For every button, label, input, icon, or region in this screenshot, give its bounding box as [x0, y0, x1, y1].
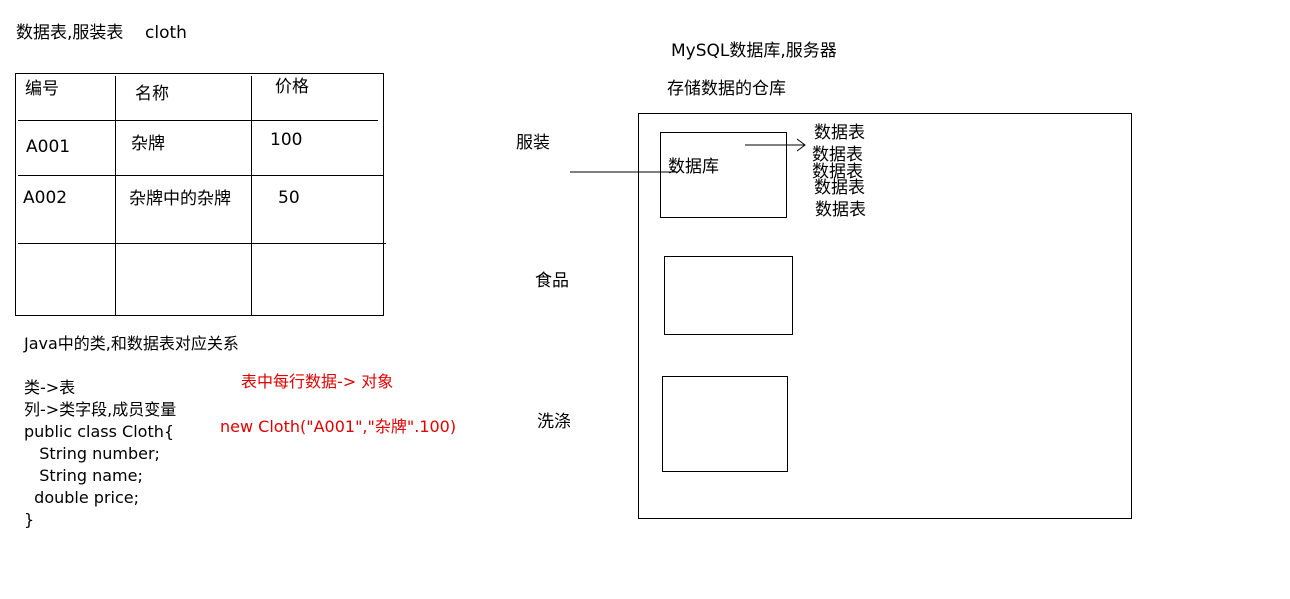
code-line: String name;: [24, 466, 143, 485]
arrowhead: [796, 138, 806, 152]
data-table-label: 数据表: [812, 162, 863, 182]
code-line: double price;: [24, 488, 139, 507]
data-table-label: 数据表: [814, 178, 865, 198]
header-name: 名称: [135, 84, 169, 104]
cell-name: 杂牌中的杂牌: [129, 189, 231, 209]
db-label-washing: 洗涤: [537, 412, 571, 432]
table-row-divider: [18, 175, 384, 176]
table-col-divider: [251, 76, 252, 316]
table-left-border: [15, 73, 16, 316]
class-to-table-note: 类->表: [24, 378, 76, 397]
code-line: public class Cloth{: [24, 422, 175, 441]
database-label: 数据库: [668, 157, 719, 177]
db-label-food: 食品: [535, 271, 569, 291]
data-table-label: 数据表: [812, 145, 863, 165]
row-to-object-note: 表中每行数据-> 对象: [241, 372, 394, 391]
table-col-divider: [115, 76, 116, 316]
cell-number: A002: [23, 188, 68, 208]
new-object-expression: new Cloth("A001","杂牌".100): [220, 417, 457, 436]
database-box-washing: [662, 376, 788, 472]
table-bottom-border: [15, 315, 383, 316]
header-price: 价格: [275, 77, 309, 97]
cell-price: 50: [278, 188, 300, 208]
server-subtitle: 存储数据的仓库: [667, 79, 786, 99]
server-title: MySQL数据库,服务器: [671, 41, 837, 61]
code-line: String number;: [24, 444, 160, 463]
database-box-clothing: [660, 132, 787, 218]
cell-price: 100: [270, 130, 303, 150]
cell-number: A001: [26, 137, 71, 157]
database-box-food: [664, 256, 793, 335]
table-heading: 数据表,服装表 cloth: [16, 23, 187, 43]
column-to-field-note: 列->类字段,成员变量: [24, 400, 177, 419]
table-row-divider: [18, 120, 378, 121]
table-top-border: [15, 73, 384, 74]
db-label-clothing: 服装: [516, 133, 550, 153]
mysql-server-box: [638, 113, 1132, 519]
data-table-label: 数据表: [815, 200, 866, 220]
data-table-label: 数据表: [814, 123, 865, 143]
mapping-title: Java中的类,和数据表对应关系: [24, 334, 239, 353]
cell-name: 杂牌: [131, 134, 165, 154]
header-number: 编号: [25, 79, 59, 99]
code-line: }: [24, 510, 35, 529]
table-row-divider: [18, 243, 386, 244]
table-right-border: [383, 73, 384, 316]
